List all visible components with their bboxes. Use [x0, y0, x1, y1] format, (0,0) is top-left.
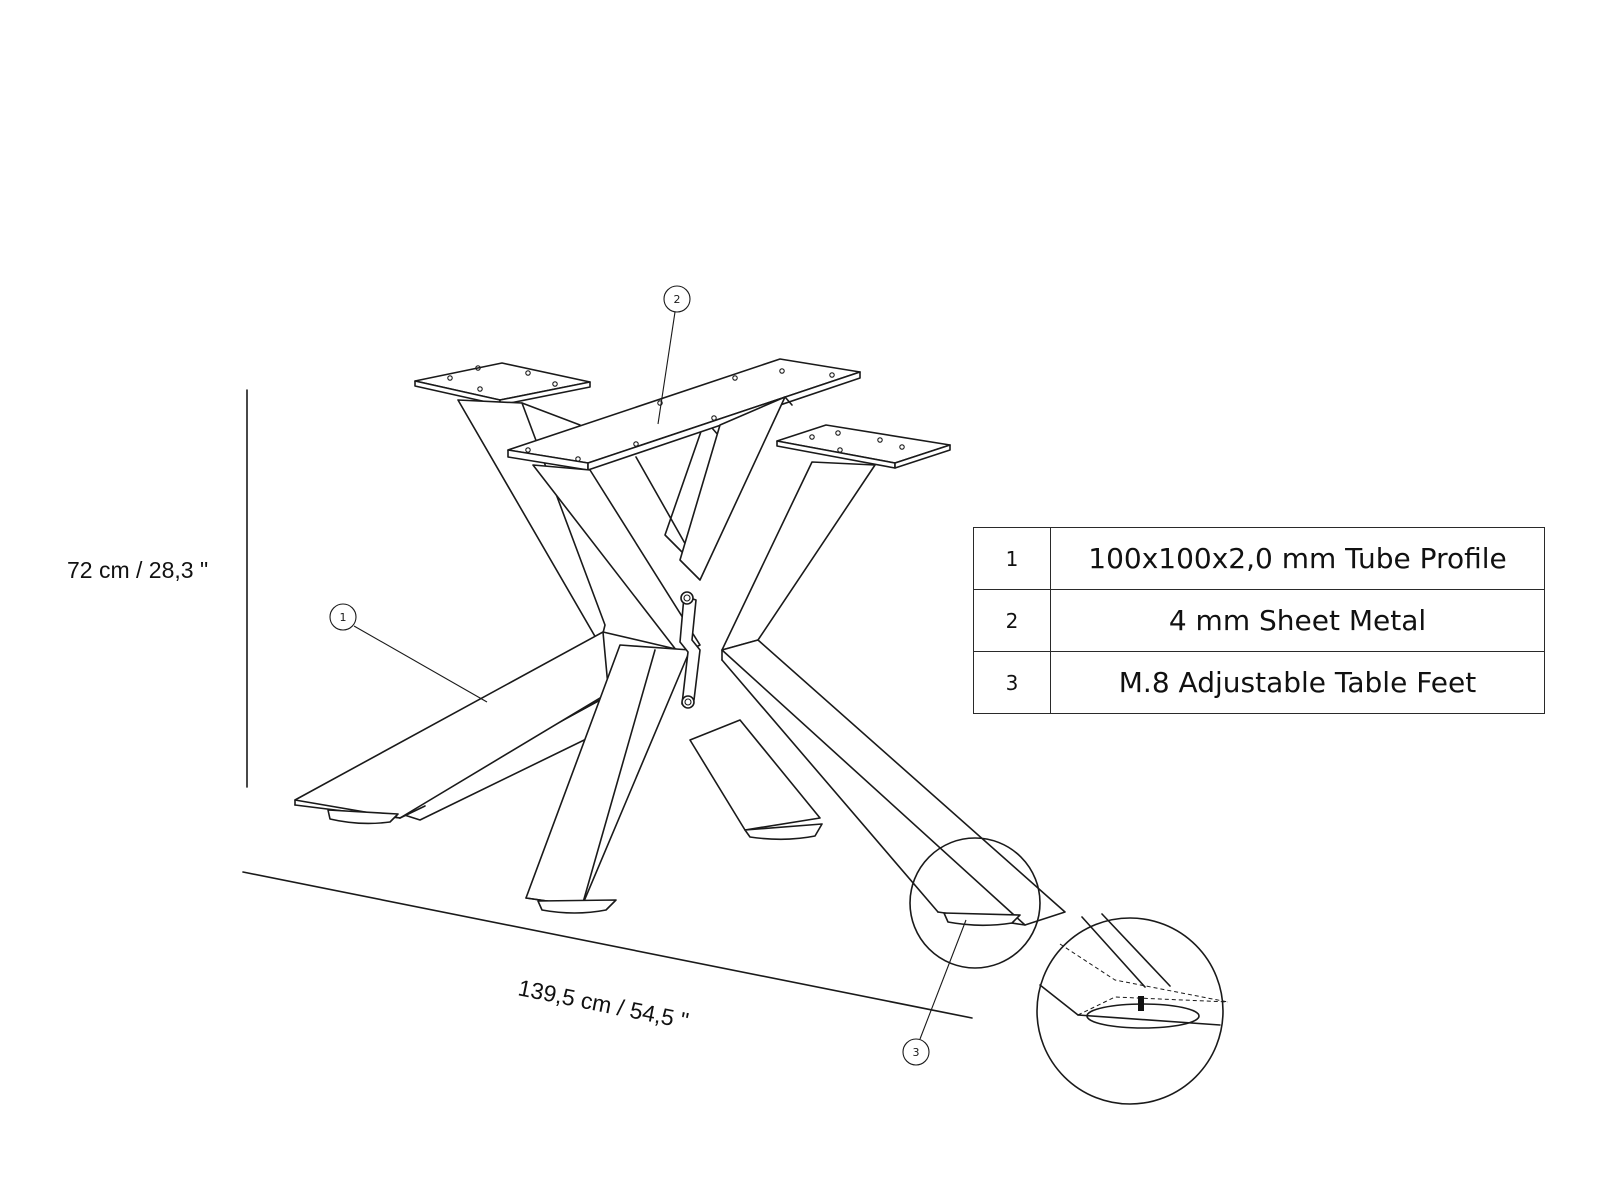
- main-plate-left-tube: [532, 464, 701, 656]
- part-description: 100x100x2,0 mm Tube Profile: [1050, 527, 1545, 590]
- table-row: 2 4 mm Sheet Metal: [973, 589, 1545, 652]
- main-mounting-plate: [507, 358, 861, 471]
- table-row: 1 100x100x2,0 mm Tube Profile: [973, 527, 1545, 590]
- foot-center: [537, 899, 617, 914]
- part-number: 2: [973, 589, 1051, 652]
- svg-text:1: 1: [340, 611, 347, 624]
- length-dimension-label: 139,5 cm / 54,5 ": [516, 974, 691, 1033]
- detail-circle-small: [909, 837, 1041, 969]
- center-bracket: [679, 591, 701, 709]
- parts-list-table: 1 100x100x2,0 mm Tube Profile 2 4 mm She…: [973, 527, 1545, 714]
- foot-front-right: [943, 912, 1021, 927]
- svg-text:2: 2: [674, 293, 681, 306]
- foot-front-left: [327, 809, 399, 825]
- main-plate-right-tube: [679, 396, 786, 581]
- detail-magnified: [1036, 913, 1229, 1105]
- callout-2: 2: [657, 285, 691, 425]
- right-mounting-plate: [776, 424, 951, 469]
- part-description: 4 mm Sheet Metal: [1050, 589, 1545, 652]
- length-dimension-line: [242, 871, 973, 1019]
- part-number: 1: [973, 527, 1051, 590]
- left-mounting-plate: [414, 362, 591, 406]
- callout-3: 3: [902, 919, 967, 1066]
- foot-back-right: [744, 823, 823, 841]
- height-dimension-label: 72 cm / 28,3 ": [67, 557, 208, 583]
- upper-left-leg: [457, 399, 606, 646]
- part-description: M.8 Adjustable Table Feet: [1050, 651, 1545, 714]
- part-number: 3: [973, 651, 1051, 714]
- callout-1: 1: [329, 603, 488, 703]
- table-row: 3 M.8 Adjustable Table Feet: [973, 651, 1545, 714]
- upper-right-leg: [721, 461, 876, 651]
- front-right-leg: [721, 639, 1066, 926]
- svg-text:3: 3: [913, 1046, 920, 1059]
